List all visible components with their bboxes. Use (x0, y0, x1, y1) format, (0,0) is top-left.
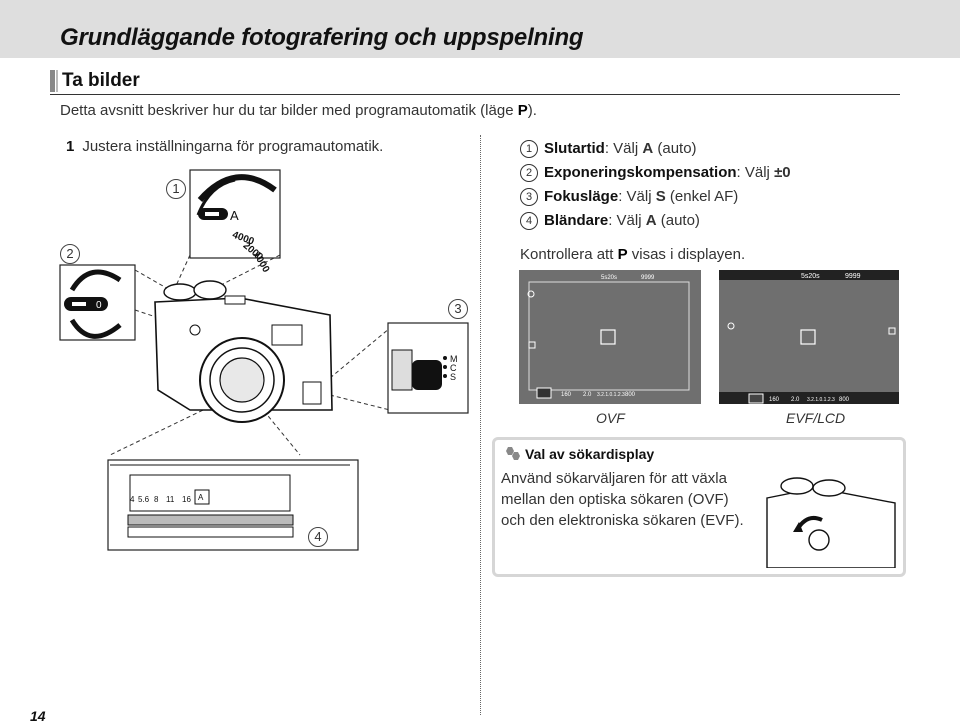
camera-illustration: A 4000 2000 1000 0 M C S 16 11 8 5.6 4 A (59, 169, 469, 551)
setting-row: 1 Slutartid: Välj A (auto) (520, 137, 791, 161)
ovf-bottom-f: 2.0 (583, 392, 592, 398)
setting-value: A (645, 212, 657, 229)
ovf-bottom-scale: 3.2.1.0.1.2.3 (597, 392, 625, 398)
section-rule (50, 94, 900, 95)
note-body: Använd sökarväljaren för att växla mella… (501, 470, 744, 529)
aperture-mark-4: 4 (130, 495, 135, 504)
check-display-text: Kontrollera att P visas i displayen. (520, 246, 745, 263)
setting-sep: : Välj (618, 188, 656, 205)
callout-1: 1 (166, 179, 186, 199)
setting-row: 2 Exponeringskompensation: Välj ±0 (520, 161, 791, 185)
callout-3: 3 (448, 299, 468, 319)
setting-label: Fokusläge (544, 188, 619, 205)
step-number: 1 (66, 138, 75, 155)
note-title: Val av sökardisplay (525, 446, 655, 462)
intro-paragraph: Detta avsnitt beskriver hur du tar bilde… (60, 102, 537, 119)
evf-caption: EVF/LCD (786, 410, 846, 426)
setting-value: S (655, 188, 666, 205)
aperture-mark-8: 8 (154, 495, 159, 504)
ovf-top-count: 9999 (641, 275, 655, 281)
setting-number: 2 (520, 164, 538, 182)
step-1: 1 Justera inställningarna för programauto… (66, 138, 383, 155)
intro-text-after: ). (527, 102, 537, 119)
focus-m-label: M (450, 354, 458, 364)
setting-row: 4 Bländare: Välj A (auto) (520, 209, 791, 233)
check-text-after: visas i displayen. (627, 246, 746, 263)
ovf-top-text: 5s20s (601, 275, 617, 281)
header-band (0, 0, 960, 58)
setting-row: 3 Fokusläge: Välj S (enkel AF) (520, 185, 791, 209)
setting-suffix: (auto) (656, 212, 700, 229)
setting-suffix: (enkel AF) (665, 188, 739, 205)
aperture-mark-56: 5.6 (138, 495, 150, 504)
focus-c-label: C (450, 363, 457, 373)
setting-sep: : Välj (736, 164, 775, 181)
chapter-title: Grundläggande fotografering och uppspeln… (60, 24, 584, 51)
setting-label: Bländare (544, 212, 609, 229)
ovf-screen: 5s20s 9999 160 2.0 3.2.1.0.1.2.3 800 (519, 270, 701, 404)
callout-4: 4 (308, 527, 328, 547)
evf-bottom-f: 2.0 (791, 397, 800, 403)
note-box: Val av sökardisplay Använd sökarväljaren… (492, 437, 906, 577)
evf-top-count: 9999 (845, 273, 861, 280)
setting-suffix: (auto) (653, 140, 697, 157)
section-title: Ta bilder (62, 70, 140, 91)
aperture-a-mark: A (198, 493, 204, 502)
evf-bottom-iso: 160 (769, 397, 780, 403)
aperture-mark-11: 11 (166, 495, 175, 504)
section-marker-thin (56, 70, 58, 92)
intro-mode-letter: P (517, 102, 528, 119)
setting-value: ±0 (774, 164, 791, 181)
ovf-bottom-iso: 160 (561, 392, 572, 398)
ovf-caption: OVF (596, 410, 625, 426)
setting-number: 4 (520, 212, 538, 230)
step-text: Justera inställningarna för programautom… (82, 138, 384, 155)
setting-value: A (642, 140, 654, 157)
column-divider (480, 135, 481, 715)
viewfinder-selector-illustration (766, 477, 896, 568)
focus-s-label: S (450, 372, 456, 382)
setting-number: 3 (520, 188, 538, 206)
setting-label: Slutartid (544, 140, 605, 157)
ovf-screen-graphic: 5s20s 9999 160 2.0 3.2.1.0.1.2.3 800 (527, 275, 690, 399)
check-mode-letter: P (617, 246, 628, 263)
setting-sep: : Välj (608, 212, 646, 229)
intro-text-before: Detta avsnitt beskriver hur du tar bilde… (60, 102, 518, 119)
section-marker (50, 70, 55, 92)
evf-screen: 5s20s 9999 160 2.0 3.2.1.0.1.2.3 800 (719, 270, 899, 404)
setting-number: 1 (520, 140, 538, 158)
check-text-before: Kontrollera att (520, 246, 618, 263)
shutter-a-label: A (230, 208, 239, 223)
evf-bottom-scale: 3.2.1.0.1.2.3 (807, 397, 835, 403)
page-number: 14 (30, 708, 46, 724)
note-hexagon-icon (506, 447, 520, 460)
setting-sep: : Välj (604, 140, 643, 157)
evf-screen-graphic: 5s20s 9999 160 2.0 3.2.1.0.1.2.3 800 (719, 270, 899, 404)
evf-bottom-iso2: 800 (839, 397, 850, 403)
aperture-mark-16: 16 (182, 495, 191, 504)
setting-label: Exponeringskompensation (544, 164, 737, 181)
callout-2: 2 (60, 244, 80, 264)
ovf-bottom-iso2: 800 (625, 392, 636, 398)
exp-zero-label: 0 (96, 300, 102, 311)
evf-top-text: 5s20s (801, 273, 820, 280)
